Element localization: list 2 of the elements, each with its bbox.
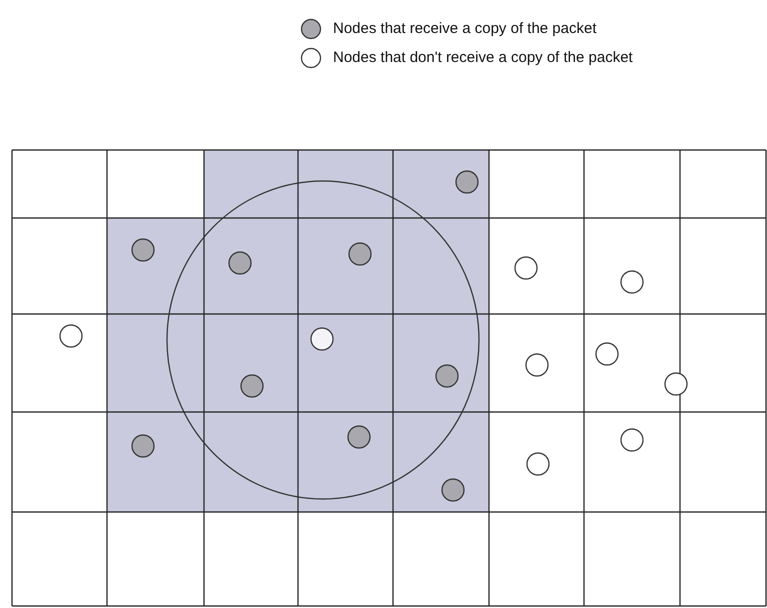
legend-label: Nodes that receive a copy of the packet: [333, 20, 596, 37]
legend-label: Nodes that don't receive a copy of the packet: [333, 49, 633, 66]
